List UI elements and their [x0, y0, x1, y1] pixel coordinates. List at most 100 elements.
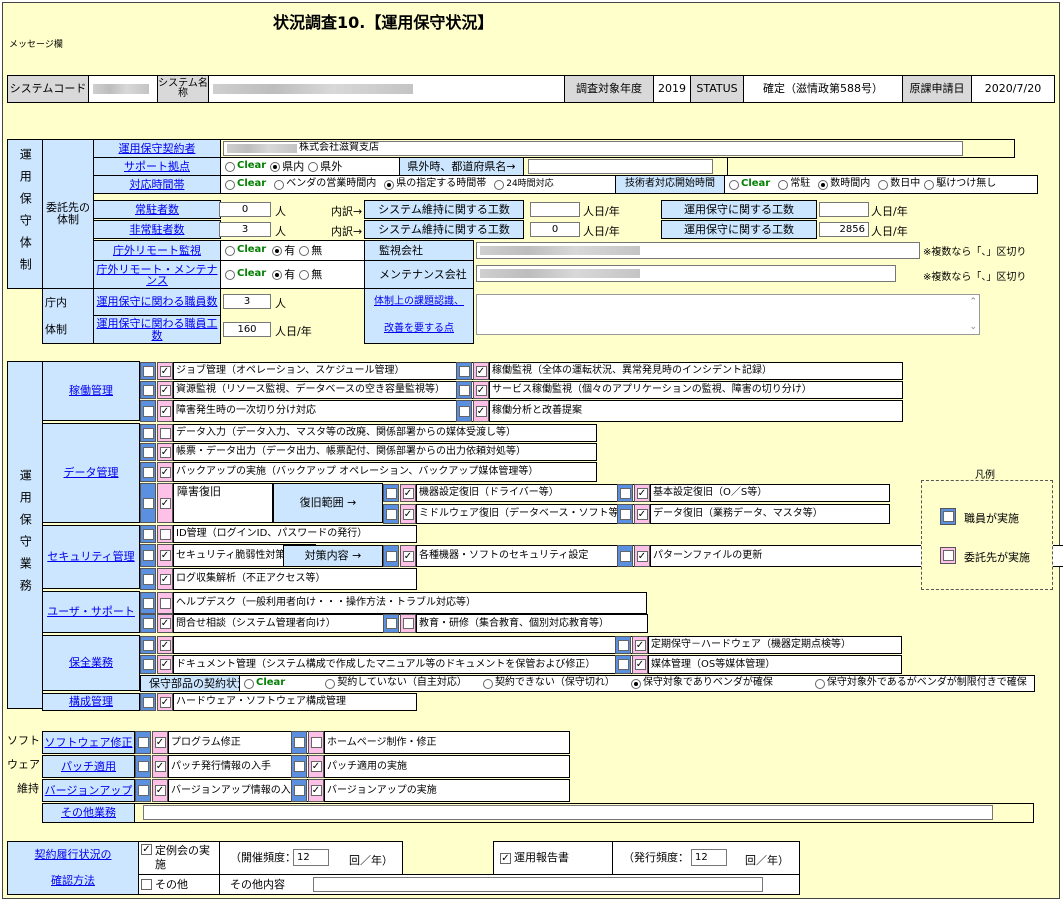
dev-recovery-staff-checkbox[interactable] — [383, 484, 399, 502]
recovery-vendor-checkbox[interactable]: ✓ — [157, 483, 173, 523]
op-monitor-staff-checkbox[interactable] — [456, 362, 472, 380]
staff-count-input[interactable]: 3 — [223, 294, 271, 309]
resource-mon-vendor-checkbox[interactable]: ✓ — [157, 381, 173, 399]
device-sec-staff-checkbox[interactable] — [383, 545, 399, 567]
staff-effort-input[interactable]: 160 — [223, 322, 271, 337]
helpdesk-staff-checkbox[interactable] — [140, 592, 156, 614]
backup-staff-checkbox[interactable] — [140, 462, 156, 482]
report-output-vendor-checkbox[interactable]: ✓ — [157, 443, 173, 461]
doc-mgmt-vendor-checkbox[interactable]: ✓ — [157, 655, 173, 674]
first-response-staff-checkbox[interactable] — [140, 400, 156, 422]
maint-blank-vendor-checkbox[interactable]: ✓ — [157, 636, 173, 654]
first-response-vendor-checkbox[interactable]: ✓ — [157, 400, 173, 422]
mw-recovery-staff-checkbox[interactable] — [383, 504, 399, 524]
data-input-staff-checkbox[interactable] — [140, 424, 156, 442]
ops-report-checkbox[interactable]: ✓ — [500, 852, 511, 864]
inquiry-vendor-checkbox[interactable]: ✓ — [157, 614, 173, 633]
issue-textarea[interactable]: ⌃ ⌄ — [476, 294, 980, 335]
config-link[interactable]: 構成管理 — [42, 693, 140, 711]
tech-days-radio[interactable] — [878, 179, 889, 190]
dev-recovery-vendor-checkbox[interactable]: ✓ — [400, 484, 416, 502]
nonresident-count-link[interactable]: 非常駐者数 — [93, 220, 221, 239]
maint-no-radio[interactable] — [299, 269, 310, 280]
support-clear-radio[interactable] — [225, 161, 235, 172]
monitor-no-radio[interactable] — [299, 245, 310, 256]
hours-pref-radio[interactable] — [384, 179, 395, 190]
hours-24h-radio[interactable] — [494, 179, 505, 190]
nonresident-sys-input[interactable]: 0 — [530, 222, 580, 237]
version-apply-vendor-checkbox[interactable]: ✓ — [308, 779, 324, 802]
tech-rush-radio[interactable] — [924, 179, 935, 190]
resident-sys-input[interactable] — [530, 202, 580, 217]
parts-cannot-radio[interactable] — [482, 678, 493, 689]
improve-link[interactable]: 改善を要する点 — [384, 323, 454, 335]
contract-link-1[interactable]: 契約履行状況の — [34, 848, 112, 862]
resident-ops-input[interactable] — [819, 202, 869, 217]
parts-covered-radio[interactable] — [630, 678, 641, 689]
vuln-staff-checkbox[interactable] — [140, 544, 156, 567]
support-inside-radio[interactable] — [270, 161, 281, 172]
parts-none-radio[interactable] — [325, 678, 336, 689]
log-analysis-vendor-checkbox[interactable]: ✓ — [157, 568, 173, 590]
hours-clear-radio[interactable] — [225, 179, 235, 190]
user-link[interactable]: ユーザ・サポート — [42, 591, 140, 633]
monitor-company-input[interactable] — [476, 242, 920, 259]
homepage-vendor-checkbox[interactable] — [308, 731, 324, 754]
kado-link[interactable]: 稼働管理 — [42, 361, 140, 421]
staff-count-link[interactable]: 運用保守に関わる職員数 — [93, 288, 221, 316]
remote-monitor-link[interactable]: 庁外リモート監視 — [93, 240, 221, 261]
nonresident-ops-input[interactable]: 2856 — [819, 222, 869, 237]
patch-apply-staff-checkbox[interactable] — [291, 755, 307, 778]
inquiry-staff-checkbox[interactable] — [140, 614, 156, 633]
version-info-vendor-checkbox[interactable]: ✓ — [152, 779, 168, 802]
maint-yes-radio[interactable] — [272, 269, 283, 280]
meeting-freq-input[interactable]: 12 — [293, 849, 329, 866]
patch-info-staff-checkbox[interactable] — [135, 755, 151, 778]
nonresident-count-input[interactable]: 3 — [219, 222, 271, 237]
id-mgmt-vendor-checkbox[interactable] — [157, 525, 173, 543]
program-fix-vendor-checkbox[interactable]: ✓ — [152, 731, 168, 754]
op-analysis-staff-checkbox[interactable] — [456, 400, 472, 422]
parts-limited-radio[interactable] — [814, 678, 825, 689]
data-link[interactable]: データ管理 — [42, 423, 140, 523]
log-analysis-staff-checkbox[interactable] — [140, 568, 156, 590]
version-link[interactable]: バージョンアップ — [42, 779, 135, 802]
resource-mon-staff-checkbox[interactable] — [140, 381, 156, 399]
patch-link[interactable]: パッチ適用 — [42, 755, 135, 778]
remote-maint-link[interactable]: 庁外リモート・メンテナンス — [93, 260, 221, 289]
hours-link[interactable]: 対応時間帯 — [93, 175, 221, 194]
data-recovery-vendor-checkbox[interactable]: ✓ — [634, 504, 650, 524]
id-mgmt-staff-checkbox[interactable] — [140, 525, 156, 543]
education-vendor-checkbox[interactable] — [400, 614, 416, 633]
homepage-staff-checkbox[interactable] — [291, 731, 307, 754]
version-info-staff-checkbox[interactable] — [135, 779, 151, 802]
op-analysis-vendor-checkbox[interactable]: ✓ — [473, 400, 489, 422]
pattern-vendor-checkbox[interactable]: ✓ — [634, 545, 650, 567]
data-input-vendor-checkbox[interactable] — [157, 424, 173, 442]
sec-link[interactable]: セキュリティ管理 — [42, 525, 140, 589]
recovery-staff-checkbox[interactable] — [140, 483, 156, 523]
contractor-link[interactable]: 運用保守契約者 — [93, 139, 221, 158]
support-outside-radio[interactable] — [308, 161, 319, 172]
staff-effort-link[interactable]: 運用保守に関わる職員工数 — [93, 315, 221, 344]
maint-clear-radio[interactable] — [225, 269, 235, 280]
support-base-link[interactable]: サポート拠点 — [93, 157, 221, 176]
maint-link[interactable]: 保全業務 — [42, 635, 140, 691]
hours-vendor-radio[interactable] — [274, 179, 285, 190]
device-sec-vendor-checkbox[interactable]: ✓ — [400, 545, 416, 567]
scroll-down-icon[interactable]: ⌄ — [969, 322, 977, 332]
tech-resident-radio[interactable] — [778, 179, 789, 190]
maint-company-input[interactable] — [476, 265, 896, 282]
job-mgmt-vendor-checkbox[interactable]: ✓ — [157, 362, 173, 380]
base-recovery-vendor-checkbox[interactable]: ✓ — [634, 484, 650, 502]
other-content-input[interactable] — [313, 877, 763, 892]
config-item-staff-checkbox[interactable] — [140, 693, 156, 711]
other-work-input[interactable] — [143, 805, 993, 820]
service-mon-staff-checkbox[interactable] — [456, 381, 472, 399]
issue-link[interactable]: 体制上の課題認識、 — [374, 296, 464, 308]
base-recovery-staff-checkbox[interactable] — [617, 484, 633, 502]
periodic-staff-checkbox[interactable] — [615, 636, 631, 654]
other-method-checkbox[interactable] — [141, 879, 152, 890]
contractor-input[interactable]: 株式会社滋賀支店 — [223, 141, 963, 156]
scroll-up-icon[interactable]: ⌃ — [969, 297, 977, 307]
